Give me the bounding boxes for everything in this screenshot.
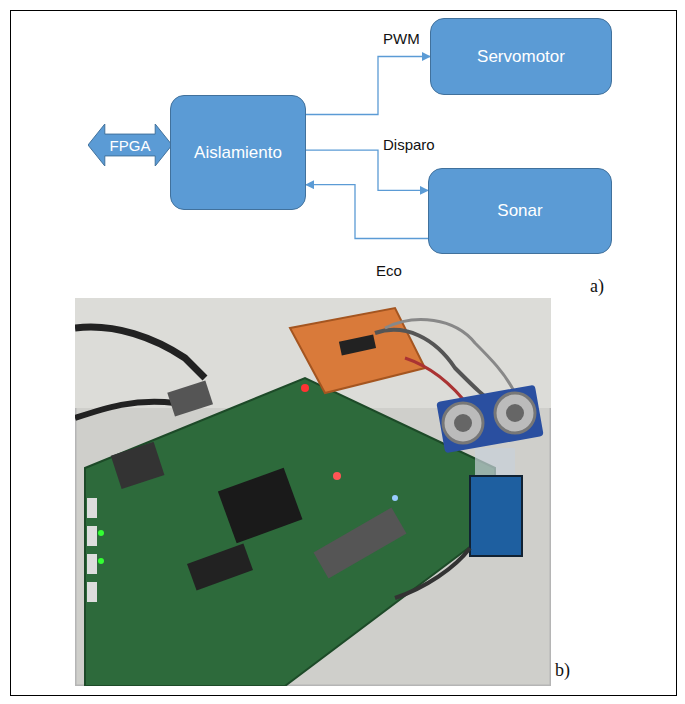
node-label: Sonar bbox=[497, 201, 542, 221]
node-label: FPGA bbox=[110, 137, 151, 154]
panel-letter: a) bbox=[588, 276, 606, 297]
board-photo bbox=[75, 298, 551, 686]
sonar-box: Sonar bbox=[428, 168, 612, 254]
node-label: Aislamiento bbox=[194, 143, 282, 163]
signal-label: PWM bbox=[381, 30, 422, 47]
signal-label: Eco bbox=[374, 262, 404, 279]
panel-letter: b) bbox=[553, 660, 572, 681]
servo-box: Servomotor bbox=[430, 18, 612, 95]
echo-connector bbox=[306, 185, 428, 239]
signal-label: Disparo bbox=[381, 136, 437, 153]
isolation-box: Aislamiento bbox=[170, 95, 306, 210]
fpga-arrow: FPGA bbox=[88, 124, 172, 166]
pwm-connector bbox=[306, 57, 430, 115]
node-label: Servomotor bbox=[477, 47, 565, 67]
